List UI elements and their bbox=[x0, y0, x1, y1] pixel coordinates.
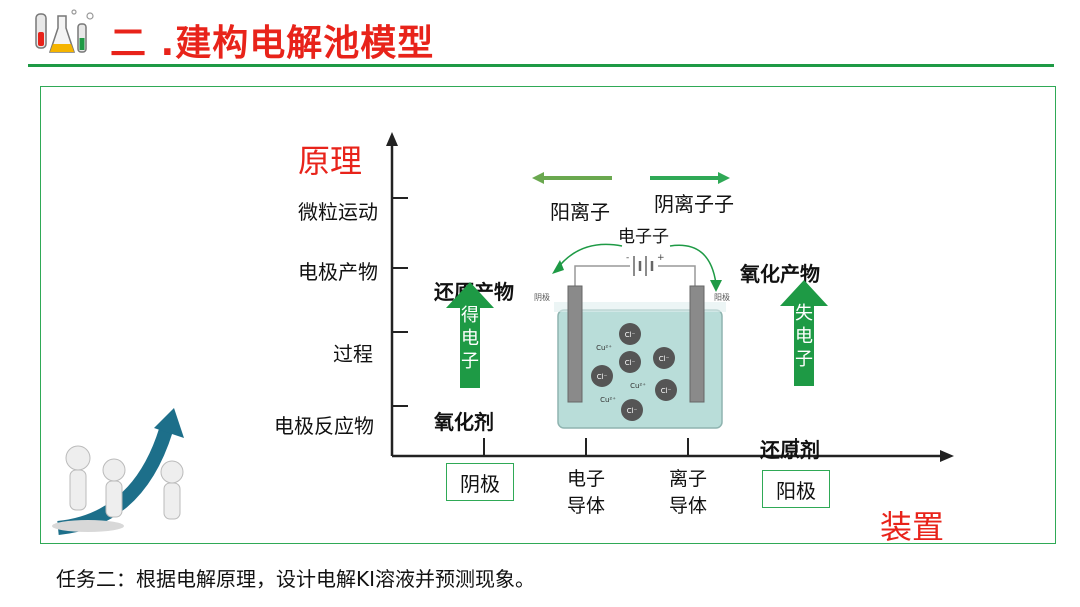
oxidant-label: 氧化剂 bbox=[434, 410, 494, 434]
x-item-cathode: 阴极 bbox=[446, 463, 514, 501]
lose-electron-arrow bbox=[780, 280, 828, 386]
svg-text:Cu²⁺: Cu²⁺ bbox=[596, 344, 612, 352]
svg-text:阴极: 阴极 bbox=[534, 292, 550, 302]
svg-text:阳极: 阳极 bbox=[714, 292, 730, 302]
svg-text:Cl⁻: Cl⁻ bbox=[627, 407, 638, 415]
cation-arrow bbox=[532, 172, 612, 184]
svg-text:Cl⁻: Cl⁻ bbox=[597, 373, 608, 381]
oxidation-product-label: 氧化产物 bbox=[740, 262, 820, 286]
svg-text:-: - bbox=[626, 253, 629, 263]
svg-text:+: + bbox=[657, 253, 665, 263]
y-level-electrode-product: 电极产物 bbox=[298, 260, 378, 284]
x-item-ion-conductor: 离子 导体 bbox=[668, 468, 707, 517]
electron-flow-label: 电子子 bbox=[618, 227, 669, 247]
y-axis-title: 原理 bbox=[298, 142, 363, 180]
y-level-process: 过程 bbox=[333, 342, 373, 366]
x-item-anode: 阳极 bbox=[762, 470, 830, 508]
x-axis-title: 装置 bbox=[880, 508, 945, 546]
svg-text:Cu²⁺: Cu²⁺ bbox=[630, 382, 646, 390]
gain-electron-arrow bbox=[446, 282, 494, 388]
svg-text:Cl⁻: Cl⁻ bbox=[661, 387, 672, 395]
x-item-electron-conductor: 电子 导体 bbox=[566, 468, 605, 517]
task-instruction: 任务二：根据电解原理，设计电解KI溶液并预测现象。 bbox=[56, 567, 536, 591]
title-divider bbox=[28, 64, 1054, 67]
cation-label: 阳离子 bbox=[550, 200, 610, 224]
anion-arrow bbox=[650, 172, 730, 184]
people-with-rising-arrow-icon bbox=[52, 408, 184, 535]
y-level-particle-motion: 微粒运动 bbox=[298, 200, 378, 224]
content-frame bbox=[40, 86, 1056, 544]
svg-text:Cl⁻: Cl⁻ bbox=[625, 359, 636, 367]
electrolytic-cell: - + 阴极 阳极 Cl⁻ Cl⁻ Cl⁻ Cl⁻ Cl⁻ Cl⁻ Cu²⁺ C… bbox=[534, 243, 730, 429]
lab-flask-icon bbox=[30, 8, 100, 60]
reductant-label: 还原剂 bbox=[760, 438, 820, 462]
lose-electron-text: 失 电 子 bbox=[795, 303, 813, 370]
svg-text:Cl⁻: Cl⁻ bbox=[625, 331, 636, 339]
page-title: 二 .建构电解池模型 bbox=[110, 23, 435, 64]
svg-text:Cu²⁺: Cu²⁺ bbox=[600, 396, 616, 404]
gain-electron-text: 得 电 子 bbox=[461, 305, 479, 372]
y-level-electrode-reactant: 电极反应物 bbox=[274, 414, 374, 438]
anion-label: 阴离子子 bbox=[654, 192, 734, 216]
svg-text:Cl⁻: Cl⁻ bbox=[659, 355, 670, 363]
